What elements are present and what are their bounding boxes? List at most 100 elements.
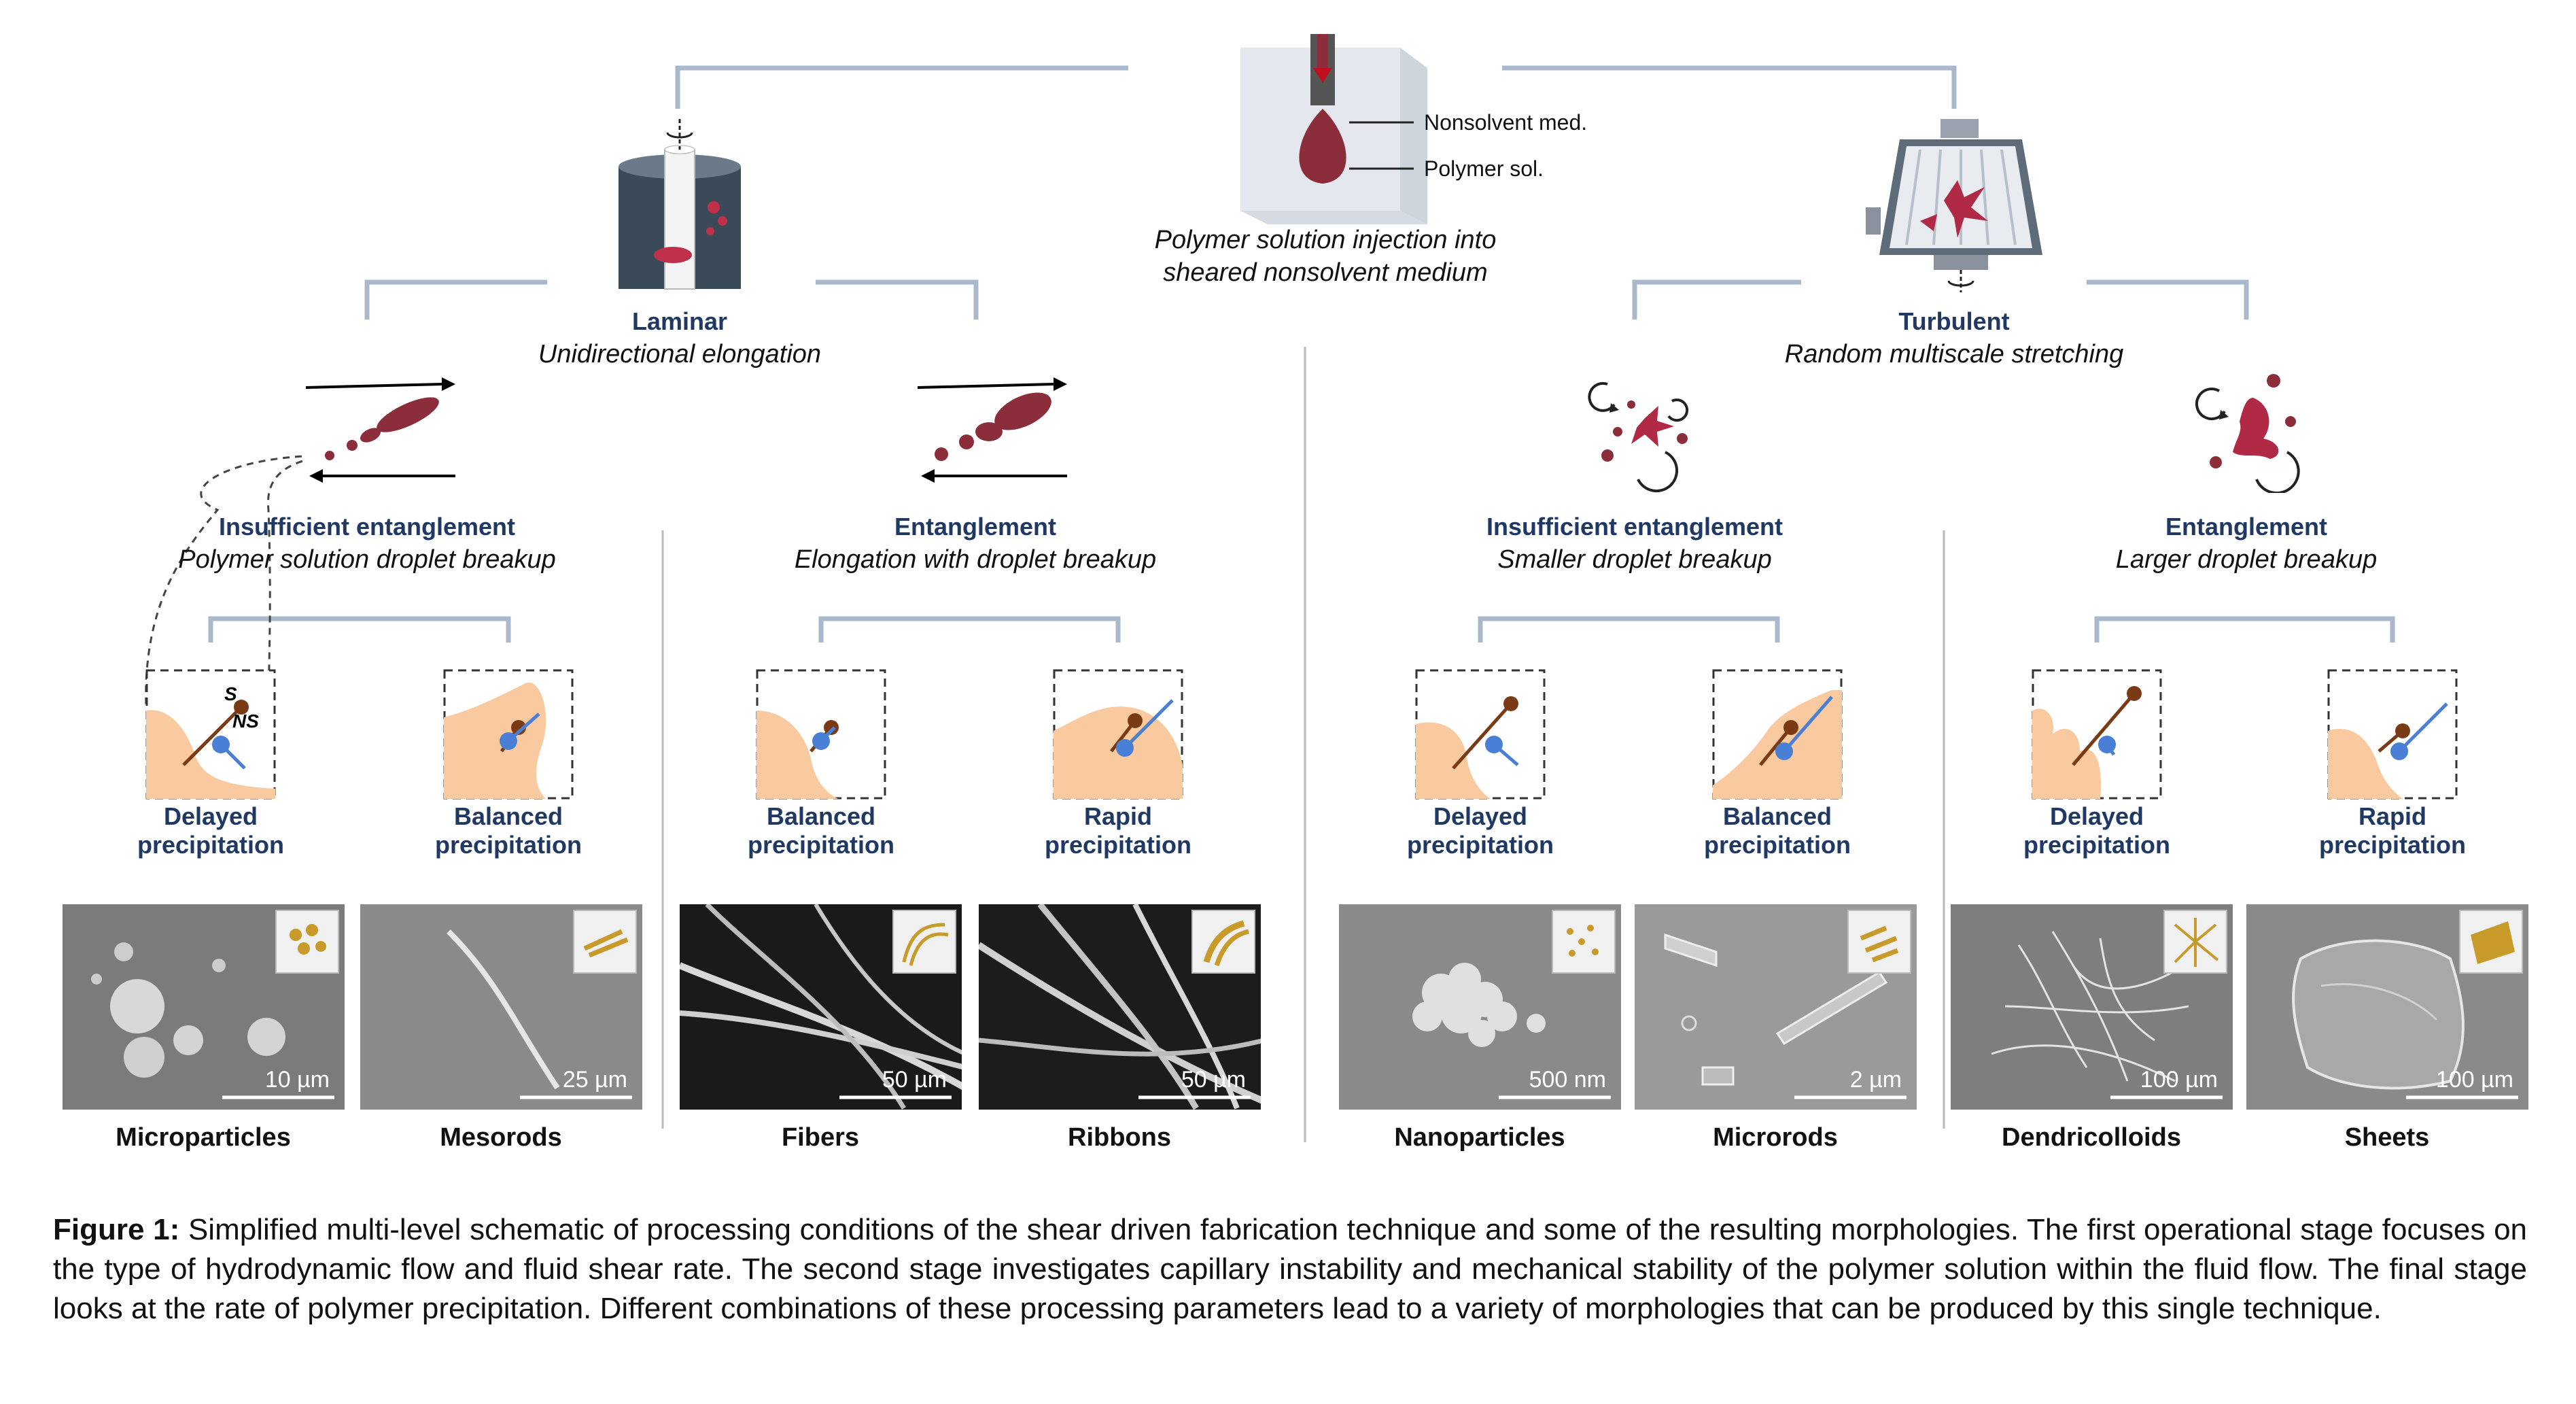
morphology-name-7: Dendricolloids: [2002, 1123, 2181, 1152]
sem-image-8: [2292, 939, 2518, 1099]
precipitation-rate: Balanced: [766, 802, 876, 830]
sem-image-6: [1664, 933, 1907, 1099]
interface-box-1: [145, 669, 276, 800]
sem-panel-1: 10 µm: [63, 904, 345, 1110]
turbulent-vessel-icon: [1866, 119, 2042, 292]
legend-polymer: Polymer sol.: [1424, 156, 1544, 181]
legend-leaders: [1349, 121, 1414, 170]
precipitation-word: precipitation: [1044, 831, 1192, 859]
precipitation-rate: Rapid: [1083, 802, 1152, 830]
sem-panel-3: 50 µm: [680, 904, 962, 1110]
morphology-name-8: Sheets: [2344, 1123, 2430, 1152]
morphology-inset-icon: [573, 910, 637, 974]
precipitation-rate: Rapid: [2358, 802, 2426, 830]
scale-bar-label-8: 100 µm: [2435, 1067, 2513, 1093]
turb-insuff-subtitle: Smaller droplet breakup: [1497, 545, 1772, 574]
precipitation-rate: Delayed: [2049, 802, 2144, 830]
sem-panel-6: 2 µm: [1635, 904, 1917, 1110]
precipitation-word: precipitation: [2318, 831, 2467, 859]
injection-schematic: [1240, 34, 1427, 224]
turbulent-small-breakup: [1588, 381, 1689, 493]
precipitation-label-7: Delayed precipitation: [1974, 802, 2219, 859]
precipitation-label-2: Balanced precipitation: [386, 802, 631, 859]
morphology-name-4: Ribbons: [1068, 1123, 1171, 1152]
interface-box-7: [2032, 669, 2162, 800]
scale-bar-label-2: 25 µm: [562, 1067, 627, 1093]
precipitation-label-6: Balanced precipitation: [1655, 802, 1900, 859]
precipitation-label-8: Rapid precipitation: [2270, 802, 2515, 859]
precipitation-label-4: Rapid precipitation: [996, 802, 1240, 859]
laminar-beaker-icon: [619, 119, 741, 290]
turb-ent-title: Entanglement: [2165, 513, 2328, 541]
sem-panel-4: 50 µm: [979, 904, 1261, 1110]
sem-panel-7: 100 µm: [1951, 904, 2233, 1110]
precipitation-label-3: Balanced precipitation: [699, 802, 943, 859]
turb-insuff-title: Insufficient entanglement: [1486, 513, 1783, 541]
precipitation-word: precipitation: [1703, 831, 1851, 859]
morphology-inset-icon: [2459, 910, 2523, 974]
morphology-name-3: Fibers: [781, 1123, 860, 1152]
morphology-inset-icon: [2163, 910, 2227, 974]
precipitation-word: precipitation: [137, 831, 285, 859]
morphology-inset-icon: [1552, 910, 1616, 974]
precipitation-label-5: Delayed precipitation: [1358, 802, 1603, 859]
lam-insuff-title: Insufficient entanglement: [218, 513, 516, 541]
precipitation-rate: Balanced: [1722, 802, 1832, 830]
interface-box-6: [1712, 669, 1843, 800]
interface-box-4: [1053, 669, 1183, 800]
sem-image-2: [447, 929, 632, 1099]
turb-ent-subtitle: Larger droplet breakup: [2115, 545, 2378, 574]
precipitation-word: precipitation: [747, 831, 895, 859]
sem-image-7: [1991, 931, 2223, 1099]
figure-diagram: Nonsolvent med. Polymer sol. Polymer sol…: [63, 34, 2528, 1152]
sem-image-3: [680, 904, 962, 1110]
precipitation-label-1: Delayed precipitation: [88, 802, 333, 859]
laminar-subtitle: Unidirectional elongation: [538, 340, 822, 369]
scale-bar-label-3: 50 µm: [882, 1067, 947, 1093]
precipitation-rate: Delayed: [1433, 802, 1528, 830]
caption-label: Figure 1:: [53, 1213, 180, 1246]
scale-bar-label-7: 100 µm: [2140, 1067, 2218, 1093]
morphology-name-6: Microrods: [1713, 1123, 1838, 1152]
injection-caption-line1: Polymer solution injection into: [1154, 226, 1497, 254]
precipitation-rate: Balanced: [453, 802, 563, 830]
lam-insuff-subtitle: Polymer solution droplet breakup: [178, 545, 556, 574]
label-nonsolvent: NS: [232, 710, 259, 732]
sem-panel-2: 25 µm: [360, 904, 642, 1110]
sem-image-5: [1412, 963, 1611, 1099]
morphology-name-2: Mesorods: [440, 1123, 562, 1152]
interface-box-2: [443, 669, 574, 800]
laminar-breakup-droplets: [305, 377, 455, 483]
sem-image-4: [979, 904, 1261, 1110]
scale-bar-label-1: 10 µm: [264, 1067, 330, 1093]
lam-ent-subtitle: Elongation with droplet breakup: [794, 545, 1157, 574]
legend-nonsolvent: Nonsolvent med.: [1424, 110, 1588, 135]
precipitation-rate: Delayed: [163, 802, 258, 830]
turbulent-title: Turbulent: [1898, 307, 2010, 335]
interface-box-3: [756, 669, 886, 800]
morphology-name-1: Microparticles: [116, 1123, 291, 1152]
morphology-inset-icon: [1191, 910, 1255, 974]
turbulent-large-breakup: [2195, 374, 2300, 493]
morphology-inset-icon: [1847, 910, 1911, 974]
laminar-title: Laminar: [631, 307, 728, 335]
sem-image-1: [91, 942, 334, 1099]
interface-box-5: [1415, 669, 1546, 800]
sem-panel-5: 500 nm: [1339, 904, 1621, 1110]
zoom-dashed-curves: [145, 455, 306, 708]
scale-bar-label-6: 2 µm: [1849, 1067, 1902, 1093]
laminar-elongation-droplets: [917, 377, 1067, 483]
turbulent-subtitle: Random multiscale stretching: [1784, 340, 2124, 369]
morphology-name-5: Nanoparticles: [1394, 1123, 1565, 1152]
interface-box-8: [2327, 669, 2458, 800]
precipitation-word: precipitation: [1406, 831, 1554, 859]
lam-ent-title: Entanglement: [894, 513, 1057, 541]
morphology-inset-icon: [892, 910, 956, 974]
scale-bar-label-5: 500 nm: [1529, 1067, 1606, 1093]
sem-panel-8: 100 µm: [2246, 904, 2528, 1110]
injection-caption-line2: sheared nonsolvent medium: [1163, 258, 1488, 287]
caption-text: Simplified multi-level schematic of proc…: [53, 1213, 2528, 1325]
label-solvent: S: [224, 683, 237, 704]
precipitation-word: precipitation: [2023, 831, 2171, 859]
scale-bar-label-4: 50 µm: [1181, 1067, 1246, 1093]
